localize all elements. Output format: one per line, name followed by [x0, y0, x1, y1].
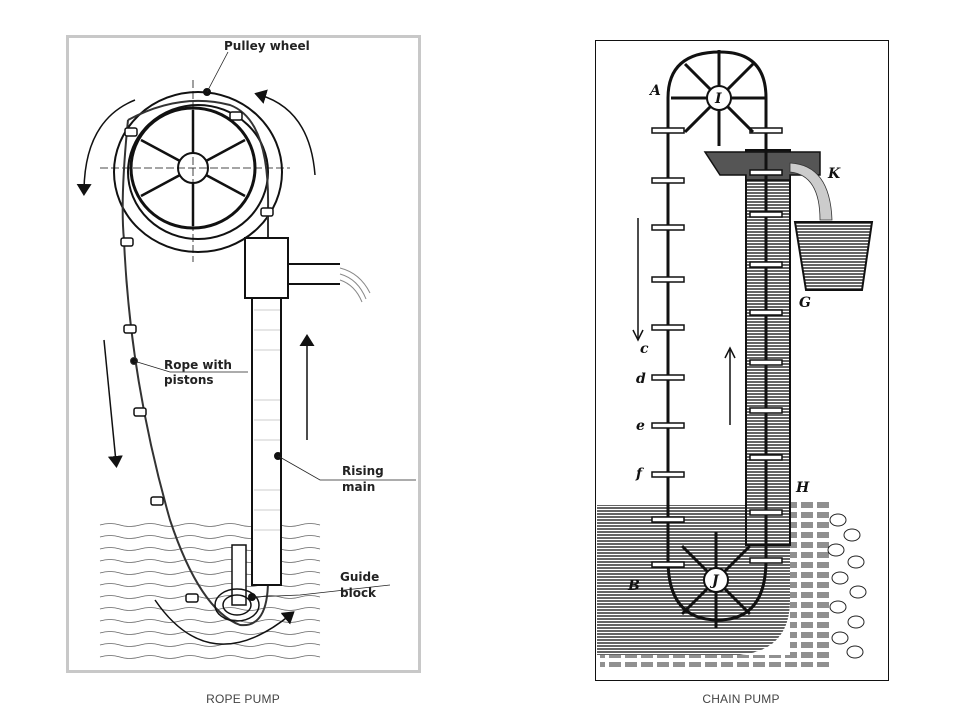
letter-J: J [709, 573, 720, 589]
water-stream [789, 162, 833, 221]
flow-arrows-chain [632, 218, 736, 425]
letter-f: f [635, 466, 645, 482]
label-guide-line2: block [340, 586, 377, 600]
letter-e: e [636, 418, 645, 434]
letter-H: H [795, 480, 810, 496]
pulley-wheel [100, 80, 290, 262]
label-rising-line1: Rising [342, 464, 384, 478]
label-rope-line2: pistons [164, 373, 214, 387]
letter-I: I [714, 91, 722, 107]
letter-c: c [640, 341, 649, 357]
top-wheel-I [671, 50, 767, 146]
rising-main [244, 237, 371, 586]
letter-B: B [627, 578, 640, 594]
letter-G: G [799, 295, 811, 311]
guide-block [214, 544, 260, 622]
letter-A: A [648, 83, 661, 99]
caption-rope-pump: ROPE PUMP [206, 692, 280, 706]
ground-base [600, 655, 830, 667]
flow-arrows [76, 89, 316, 645]
label-rising-line2: main [342, 480, 375, 494]
stones [827, 513, 867, 659]
pump-tube [745, 149, 791, 546]
label-rope-line1: Rope with [164, 358, 232, 372]
spout-trough [703, 151, 821, 181]
caption-chain-pump: CHAIN PUMP [702, 692, 780, 706]
label-pulley-wheel: Pulley wheel [224, 39, 310, 53]
label-guide-line1: Guide [340, 570, 379, 584]
letter-K: K [827, 166, 841, 182]
brick-wall [790, 500, 830, 665]
bottom-wheel-J [680, 532, 752, 628]
letter-d: d [636, 371, 646, 387]
water-well [597, 505, 790, 655]
bucket [793, 221, 874, 291]
chain-discs [651, 127, 783, 568]
